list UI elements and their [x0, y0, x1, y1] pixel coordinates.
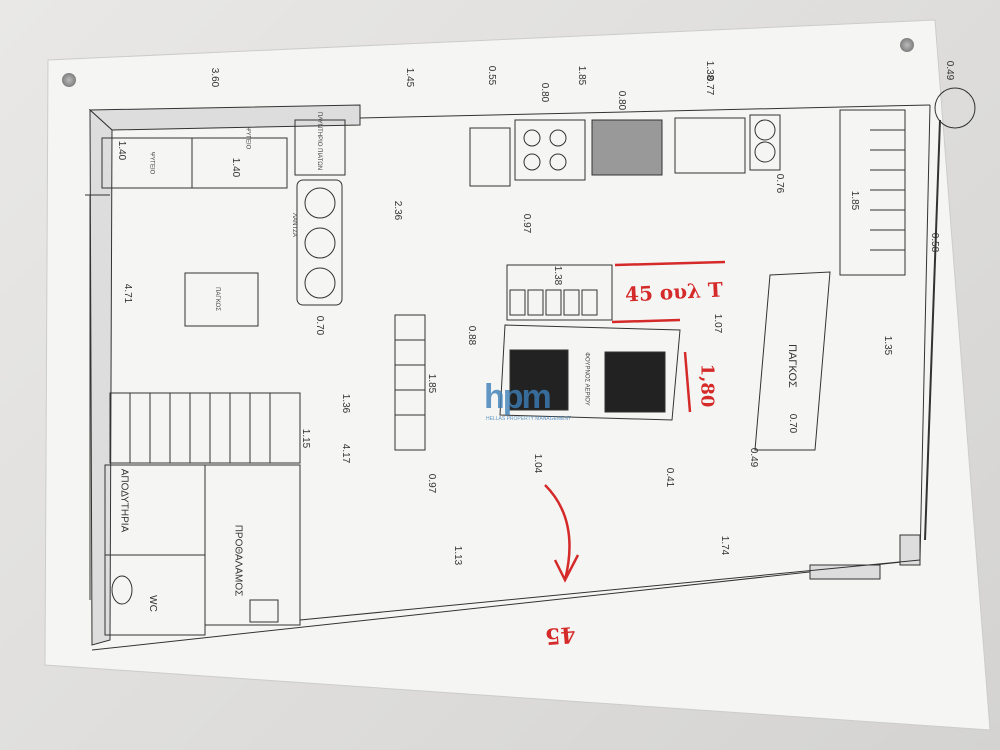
dim: 1.74 — [719, 535, 731, 556]
dim: 1.35 — [882, 335, 894, 356]
dim: 1.36 — [340, 393, 352, 414]
dim-top-4: 0.80 — [539, 82, 551, 103]
dim: 4.17 — [340, 443, 352, 464]
dim-top-3: 0.55 — [486, 65, 498, 86]
label-wc: WC — [146, 595, 158, 612]
dim: 1.13 — [452, 545, 464, 566]
handwritten-note: 45 ουλ Τ — [624, 277, 724, 307]
dim: 1.40 — [116, 140, 128, 161]
label-fridge: ΨΥΓΕΙΟ — [148, 151, 155, 175]
watermark-logo: hpm — [484, 378, 552, 416]
label-changing-room: ΑΠΟΔΥΤΗΡΙΑ — [118, 468, 130, 533]
dim-top-6: 0.80 — [616, 90, 628, 111]
dim: 1.85 — [849, 190, 861, 211]
label-counter: ΠΑΓΚΟΣ — [785, 344, 798, 388]
dim: 1.04 — [532, 453, 544, 474]
label-fridge: ΨΥΓΕΙΟ — [244, 126, 251, 150]
dim: 0.97 — [426, 473, 438, 494]
dim-top-2: 1.45 — [404, 67, 416, 88]
dim: 1.40 — [230, 157, 242, 178]
dim: 0.76 — [774, 173, 786, 194]
dim: 4.71 — [122, 283, 134, 304]
screw-icon — [900, 38, 914, 52]
label-counter: ΠΑΓΚΟΣ — [213, 287, 220, 311]
dim: 2.36 — [392, 200, 404, 221]
dim-top-9: 0.49 — [944, 60, 956, 81]
label-dishwasher: ΠΛΥΝΤΗΡΙΟ ΠΙΑΤΩΝ — [316, 111, 323, 171]
handwritten-marks — [544, 260, 726, 583]
dim: 1.38 — [552, 265, 564, 286]
dim: 1.85 — [426, 373, 438, 394]
label-sink: ΛΑΝΤΖΑ — [290, 213, 297, 237]
screw-icon — [62, 73, 76, 87]
watermark-text: HELLAS PROPERTY MANAGEMENT — [486, 416, 572, 422]
handwritten-height: 1,80 — [696, 363, 718, 408]
dim: 0.70 — [314, 315, 326, 336]
dim: 0.58 — [929, 232, 941, 253]
label-oven: ΦΟΥΡΝΟΣ ΑΕΡΙΟΥ — [583, 352, 590, 406]
dim: 0.97 — [521, 213, 533, 234]
dim: 1.15 — [300, 428, 312, 449]
dim: 0.49 — [748, 447, 760, 468]
dim-top-1: 3.60 — [209, 67, 221, 88]
dim-top-8: 0.77 — [704, 75, 716, 96]
dim: 0.88 — [466, 325, 478, 346]
handwritten-bottom: 45 — [543, 620, 577, 650]
label-anteroom: ΠΡΟΘΑΛΑΜΟΣ — [232, 524, 244, 597]
dim: 1.07 — [712, 313, 724, 334]
dim: 0.70 — [787, 413, 799, 434]
dim: 0.41 — [664, 467, 676, 488]
dim-top-5: 1.85 — [576, 65, 588, 86]
